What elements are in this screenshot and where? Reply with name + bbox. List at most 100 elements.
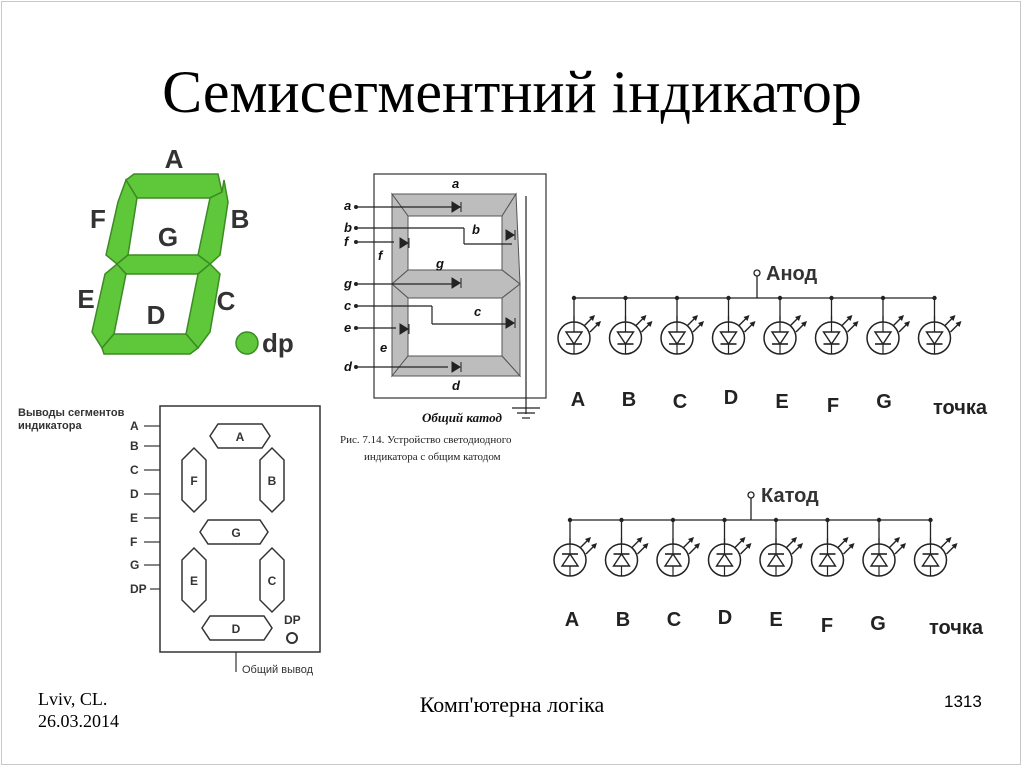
pinout-heading-line1: Выводы сегментов: [18, 407, 125, 419]
cathode-led-label-E: E: [769, 609, 782, 631]
pin-lines: [144, 425, 237, 672]
outline-segment-c: [259, 546, 285, 614]
input-wires: [356, 196, 540, 419]
figure-caption-line1: Рис. 7.14. Устройство светодиодного: [340, 434, 512, 446]
cathode-led-5: [759, 517, 803, 577]
pin-label-B: B: [130, 439, 139, 453]
cathode-led-6: [810, 517, 855, 577]
segment-letter-a: a: [452, 176, 459, 191]
input-label-a: a: [344, 198, 351, 213]
segment-a: [125, 173, 223, 199]
label-segment-E: E: [77, 284, 94, 314]
common-cathode-schematic: Катод A B C D E F G точка: [553, 485, 984, 639]
input-label-e: e: [344, 320, 351, 335]
label-segment-C: C: [217, 286, 236, 316]
anode-led-row: [557, 295, 962, 355]
diode-symbols: [399, 201, 516, 373]
footer-author: Lviv, CL.: [38, 689, 108, 709]
cathode-led-label-C: C: [667, 609, 681, 631]
pin-label-E: E: [130, 511, 138, 525]
segment-g: [115, 254, 212, 275]
cathode-led-3: [656, 517, 700, 577]
footer-date: 26.03.2014: [38, 711, 119, 731]
cathode-led-label-D: D: [718, 607, 732, 629]
cathode-label-row: A B C D E F G точка: [565, 607, 984, 639]
anode-led-5: [763, 295, 807, 355]
outline-segment-f: [181, 446, 207, 514]
label-segment-D: D: [147, 300, 166, 330]
anode-led-label-C: C: [673, 391, 687, 413]
cathode-label: Катод: [761, 485, 819, 507]
cathode-led-4: [707, 517, 752, 577]
segment-letter-b: b: [472, 222, 480, 237]
input-label-g: g: [343, 276, 352, 291]
outline-segment-b: [259, 446, 285, 514]
pinout-heading-line2: индикатора: [18, 420, 82, 432]
outline-label-B: B: [268, 474, 277, 488]
pin-label-F: F: [130, 535, 137, 549]
anode-led-7: [866, 295, 910, 355]
common-cathode-figure: a b f g c e d a b f g c e d Общий катод …: [340, 173, 547, 463]
pin-label-G: G: [130, 558, 139, 572]
input-terminals: [354, 205, 358, 369]
outline-label-A: A: [236, 430, 245, 444]
outline-segment-d: [201, 615, 273, 641]
input-label-c: c: [344, 298, 352, 313]
input-label-d: d: [344, 359, 353, 374]
label-segment-F: F: [90, 204, 106, 234]
segment-b: [197, 179, 229, 265]
segment-letter-g: g: [435, 256, 444, 271]
footer-page-number: 1313: [944, 692, 982, 711]
decimal-point-dot: [235, 331, 259, 355]
anode-led-label-G: G: [876, 391, 892, 413]
cathode-led-2: [604, 517, 649, 577]
input-label-f: f: [344, 234, 350, 249]
segment-d: [101, 333, 200, 355]
footer-author-date: Lviv, CL. 26.03.2014: [38, 688, 119, 732]
pin-label-A: A: [130, 419, 139, 433]
pin-label-DP: DP: [130, 582, 147, 596]
label-segment-B: B: [231, 204, 250, 234]
cathode-led-label-A: A: [565, 609, 579, 631]
common-anode-schematic: Анод A B C D E F G точка: [557, 263, 988, 419]
footer-course-title: Комп'ютерна логіка: [419, 692, 605, 717]
label-dp: dp: [262, 328, 294, 358]
cathode-led-label-dot: точка: [929, 617, 984, 639]
green-seven-segment-display: A F B G E C D dp: [77, 144, 294, 358]
anode-led-4: [711, 295, 756, 355]
anode-led-label-B: B: [622, 389, 636, 411]
pin-label-C: C: [130, 463, 139, 477]
common-output-label: Общий вывод: [242, 664, 314, 676]
segment-letter-d: d: [452, 378, 461, 393]
segment-letter-e: e: [380, 340, 387, 355]
outline-label-F: F: [190, 474, 197, 488]
cathode-led-8: [913, 517, 958, 577]
outline-label-C: C: [268, 574, 277, 588]
outline-segment-g: [199, 519, 269, 545]
outline-label-E: E: [190, 574, 198, 588]
anode-led-8: [917, 295, 962, 355]
segment-letter-c: c: [474, 304, 482, 319]
pinout-diagram: Выводы сегментов индикатора A B C D E F …: [18, 405, 321, 676]
outline-decimal-point: [286, 632, 298, 644]
anode-led-label-A: A: [571, 389, 585, 411]
outline-label-DP: DP: [284, 613, 301, 627]
anode-led-label-F: F: [827, 395, 839, 417]
anode-led-2: [608, 295, 653, 355]
anode-label-row: A B C D E F G точка: [571, 387, 988, 419]
segment-f: [105, 178, 138, 265]
cathode-terminal: [747, 491, 755, 499]
anode-led-6: [814, 295, 859, 355]
anode-led-3: [660, 295, 704, 355]
anode-led-label-D: D: [724, 387, 738, 409]
segment-c: [185, 262, 221, 350]
slide-title: Семисегментний індикатор: [162, 59, 862, 125]
cathode-led-7: [862, 517, 906, 577]
common-cathode-label: Общий катод: [422, 410, 502, 425]
anode-label: Анод: [766, 263, 817, 285]
label-segment-A: A: [165, 144, 184, 174]
outline-label-G: G: [231, 526, 240, 540]
anode-led-label-dot: точка: [933, 397, 988, 419]
cathode-led-label-B: B: [616, 609, 630, 631]
